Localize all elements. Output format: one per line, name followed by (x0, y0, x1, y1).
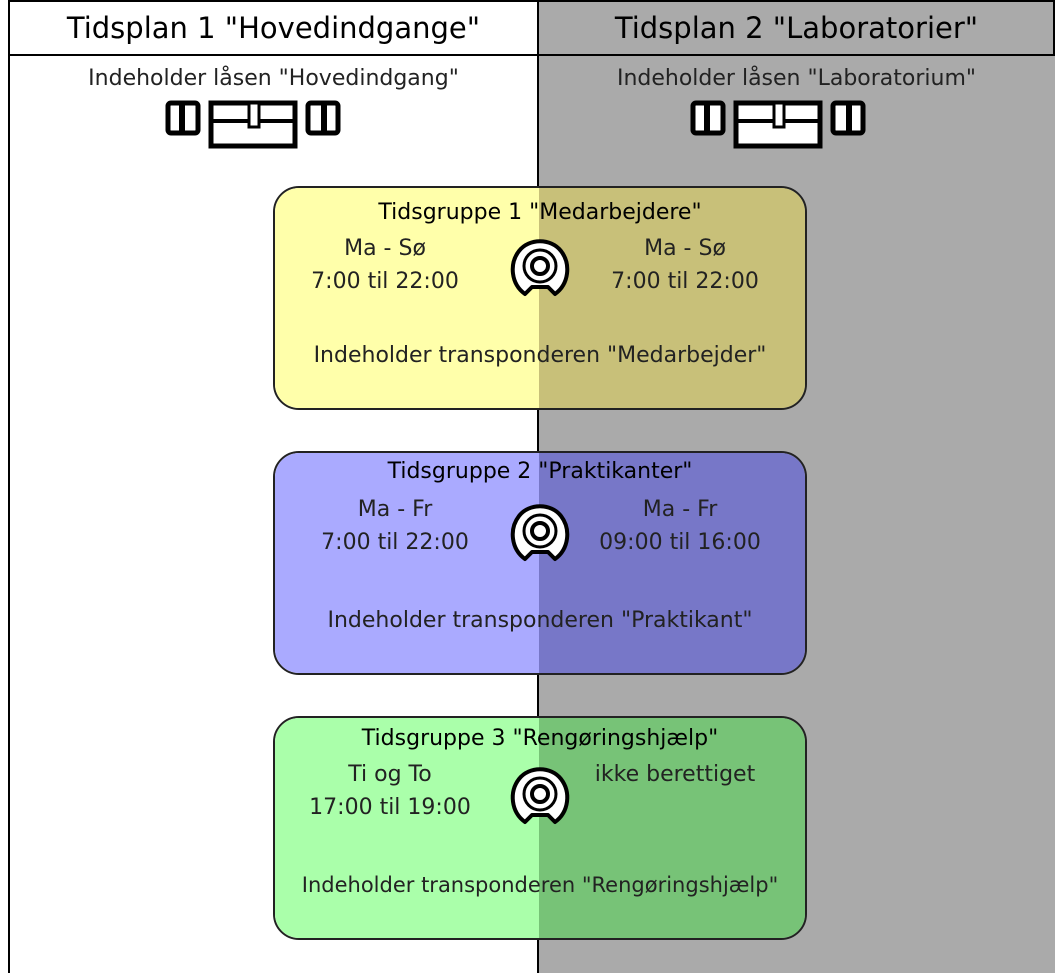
transponder-key-icon (510, 239, 570, 296)
plan-2-lock-label: Indeholder låsen "Laboratorium" (616, 66, 977, 91)
group-2-contains: Indeholder transponderen "Praktikant" (327, 608, 753, 633)
plan-1-title: Tidsplan 1 "Hovedindgange" (66, 11, 481, 45)
group-3-plan-1-area (275, 718, 539, 938)
left-border (8, 0, 10, 973)
group-1-plan-2-area (539, 188, 805, 408)
group-2-plan-2-schedule: Ma - Fr 09:00 til 16:00 (585, 493, 775, 559)
group-3-title: Tidsgruppe 3 "Rengøringshjælp" (361, 726, 719, 751)
group-2-plan-2-days: Ma - Fr (642, 497, 718, 522)
lock-cylinder-icon (165, 100, 341, 149)
group-1-plan-2-schedule: Ma - Sø 7:00 til 22:00 (595, 232, 775, 298)
group-3-plan-1-time: 17:00 til 19:00 (309, 795, 471, 820)
group-3-plan-2-schedule: ikke berettiget (575, 758, 775, 791)
lock-cylinder-icon (690, 100, 866, 149)
group-1-contains: Indeholder transponderen "Medarbejder" (313, 343, 767, 368)
group-1-plan-2-time: 7:00 til 22:00 (611, 269, 759, 294)
group-1-plan-1-area (275, 188, 539, 408)
plan-2-title: Tidsplan 2 "Laboratorier" (614, 11, 979, 45)
group-2-plan-2-time: 09:00 til 16:00 (599, 530, 761, 555)
group-3-plan-2-area (539, 718, 805, 938)
right-border (1053, 0, 1055, 56)
plan-1-lock-label: Indeholder låsen "Hovedindgang" (88, 66, 459, 91)
time-group-2: Tidsgruppe 2 "Praktikanter" Ma - Fr 7:00… (273, 451, 807, 675)
group-2-plan-1-area (275, 453, 539, 673)
group-2-plan-2-area (539, 453, 805, 673)
group-2-plan-1-schedule: Ma - Fr 7:00 til 22:00 (295, 493, 495, 559)
group-1-title: Tidsgruppe 1 "Medarbejdere" (378, 200, 702, 225)
top-border (8, 0, 1055, 2)
group-1-plan-1-days: Ma - Sø (344, 236, 426, 261)
transponder-key-icon (510, 504, 570, 561)
group-3-plan-2-status: ikke berettiget (594, 762, 756, 787)
group-1-plan-1-schedule: Ma - Sø 7:00 til 22:00 (295, 232, 475, 298)
group-3-plan-1-days: Ti og To (348, 762, 432, 787)
time-group-1: Tidsgruppe 1 "Medarbejdere" Ma - Sø 7:00… (273, 186, 807, 410)
group-1-plan-2-days: Ma - Sø (644, 236, 726, 261)
header-separator (8, 54, 1055, 56)
group-2-plan-1-days: Ma - Fr (357, 497, 433, 522)
group-3-plan-1-schedule: Ti og To 17:00 til 19:00 (295, 758, 485, 824)
transponder-key-icon (510, 767, 570, 824)
time-group-3: Tidsgruppe 3 "Rengøringshjælp" Ti og To … (273, 716, 807, 940)
group-1-plan-1-time: 7:00 til 22:00 (311, 269, 459, 294)
group-3-contains: Indeholder transponderen "Rengøringshjæl… (301, 873, 779, 897)
group-2-plan-1-time: 7:00 til 22:00 (321, 530, 469, 555)
group-2-title: Tidsgruppe 2 "Praktikanter" (387, 459, 693, 484)
